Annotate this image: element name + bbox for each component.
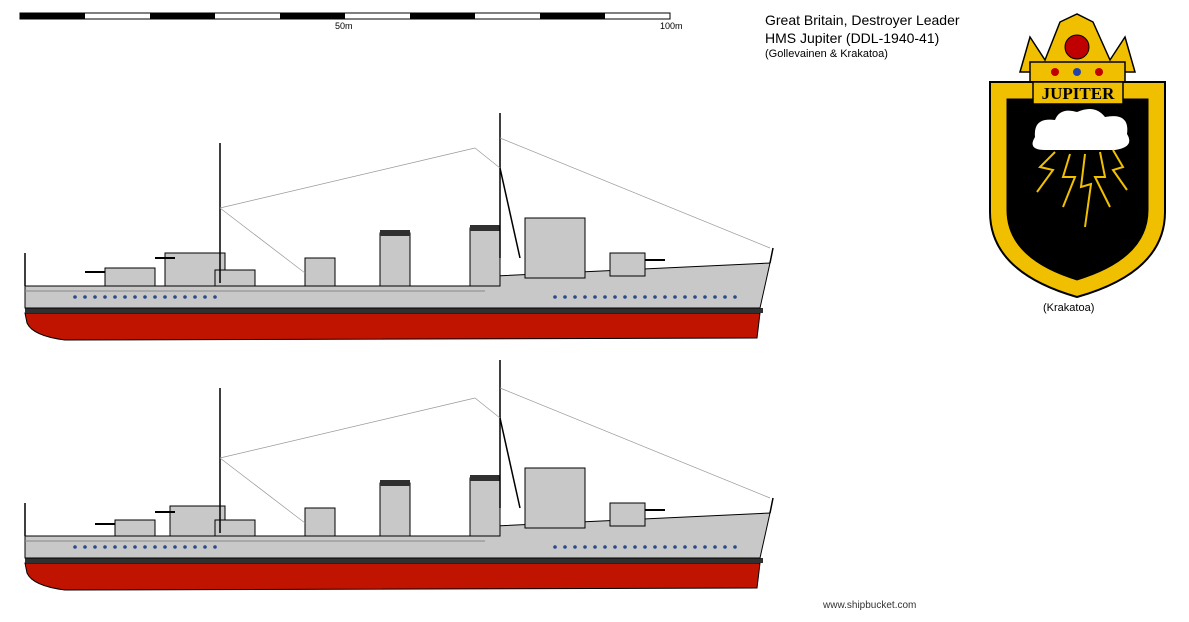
scale-label-100m: 100m	[660, 21, 683, 31]
rigging	[219, 387, 771, 524]
gun-barrels	[95, 509, 665, 525]
crest-caption: (Krakatoa)	[1043, 302, 1095, 314]
masts	[24, 360, 774, 536]
portholes	[73, 295, 737, 299]
title-line-2: HMS Jupiter (DDL-1940-41)	[765, 30, 940, 46]
scale-bar-graphic	[19, 12, 671, 20]
scale-label-50m: 50m	[335, 21, 353, 31]
title-line-1: Great Britain, Destroyer Leader	[765, 12, 960, 28]
superstructure	[114, 467, 646, 537]
gun-barrels	[85, 257, 665, 273]
crest-name: JUPITER	[1042, 84, 1115, 103]
ship-crest: JUPITER	[989, 13, 1166, 299]
rigging	[219, 137, 771, 274]
credit-line: (Gollevainen & Krakatoa)	[765, 48, 888, 60]
naval-crown-icon	[1019, 13, 1136, 83]
watermark: www.shipbucket.com	[823, 600, 917, 611]
portholes	[73, 545, 737, 549]
masts	[24, 113, 774, 286]
superstructure	[104, 217, 646, 287]
cloud-icon	[1032, 108, 1130, 150]
ship-profile-1	[24, 113, 774, 341]
ship-profile-2	[24, 360, 774, 591]
lightning-bolts-icon	[1036, 149, 1128, 228]
